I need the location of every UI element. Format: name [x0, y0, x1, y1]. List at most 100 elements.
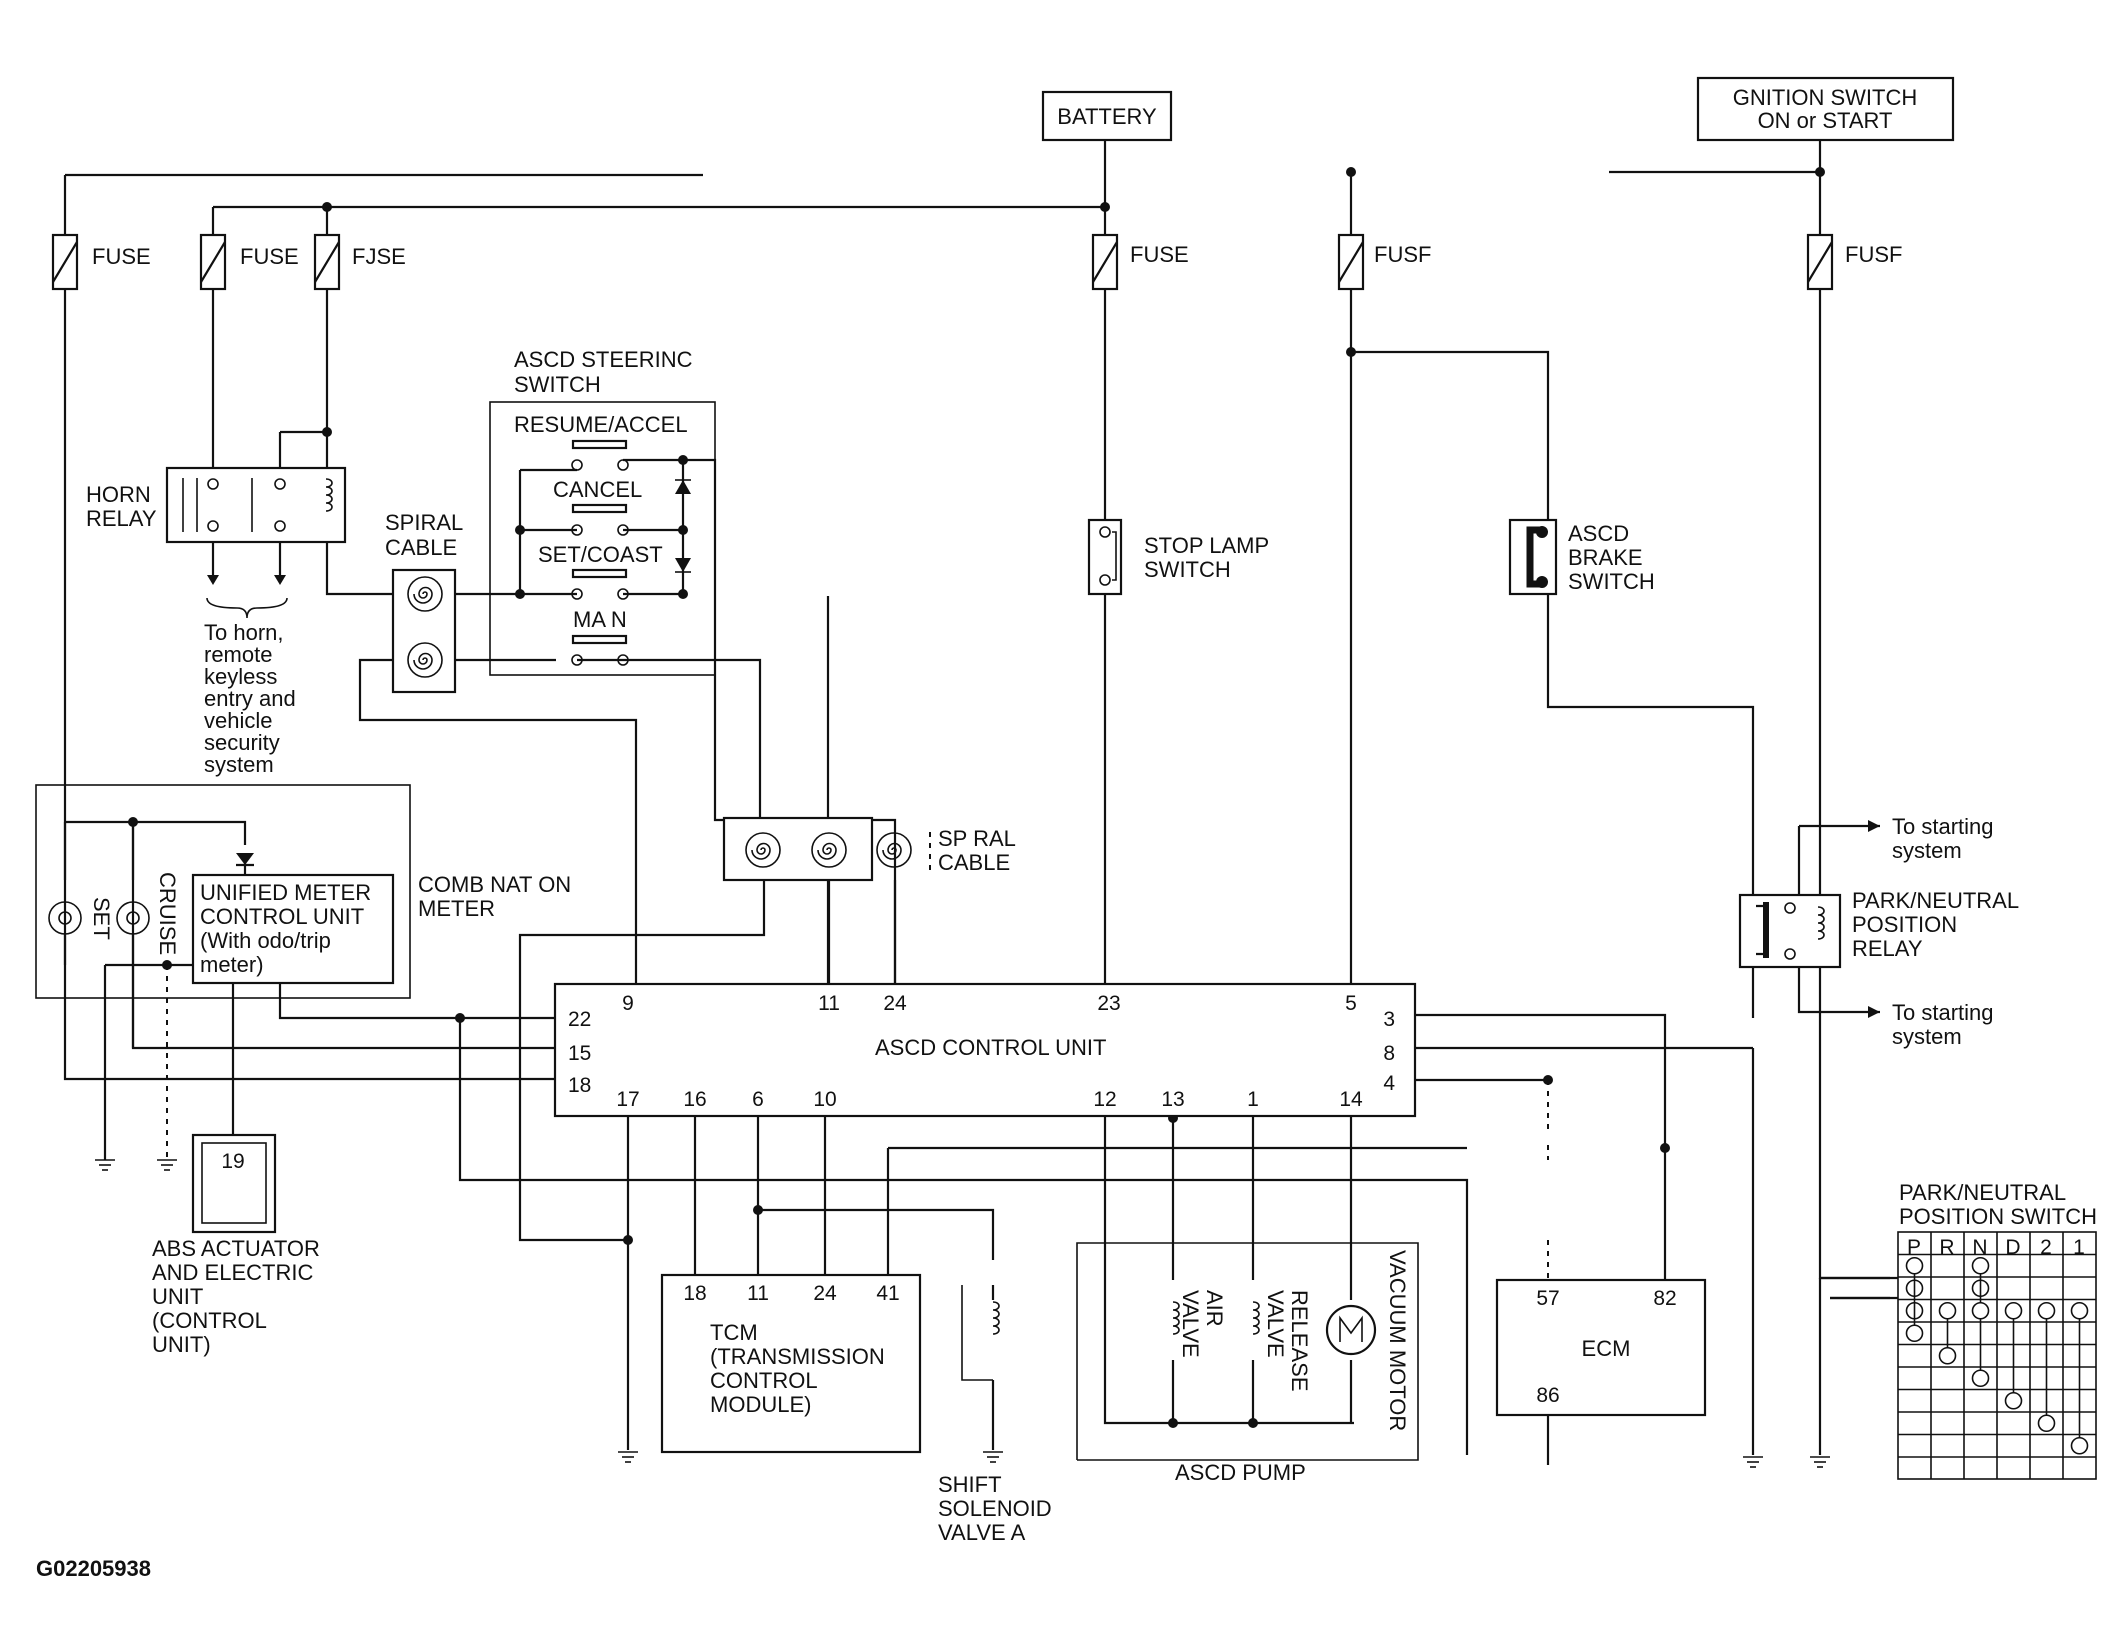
svg-text:22: 22 — [568, 1008, 591, 1031]
svg-text:15: 15 — [568, 1042, 591, 1065]
svg-text:remote: remote — [204, 642, 272, 667]
svg-text:24: 24 — [883, 992, 907, 1015]
svg-text:To horn,: To horn, — [204, 620, 284, 645]
svg-text:18: 18 — [683, 1282, 706, 1305]
park-neutral-position-switch: PARK/NEUTRAL POSITION SWITCH P R N D 2 1 — [1820, 1180, 2097, 1480]
svg-text:BRAKE: BRAKE — [1568, 545, 1643, 570]
svg-text:ASCD CONTROL UNIT: ASCD CONTROL UNIT — [875, 1035, 1106, 1060]
svg-text:meter): meter) — [200, 952, 264, 977]
svg-text:17: 17 — [616, 1088, 639, 1111]
horn-note: To horn, remote keyless entry and vehicl… — [204, 597, 296, 777]
ascd-steering-switch: ASCD STEERINC SWITCH RESUME/ACCEL CANCEL… — [489, 347, 716, 676]
tcm-module: 18 11 24 41 TCM (TRANSMISSION CONTROL MO… — [660, 1273, 922, 1454]
vacuum-motor-icon — [1325, 1304, 1377, 1356]
svg-text:10: 10 — [813, 1088, 836, 1111]
svg-text:VALVE A: VALVE A — [938, 1520, 1026, 1545]
svg-text:86: 86 — [1536, 1384, 1559, 1407]
svg-text:FUSE: FUSE — [1130, 242, 1189, 267]
svg-text:system: system — [204, 752, 274, 777]
ascd-brake-switch: ASCD BRAKE SWITCH — [1508, 518, 1655, 596]
svg-text:2: 2 — [2040, 1236, 2052, 1259]
svg-text:RELAY: RELAY — [1852, 936, 1923, 961]
svg-text:ASCD PUMP: ASCD PUMP — [1175, 1460, 1306, 1485]
pnp-col-2: 2 — [2040, 1236, 2052, 1259]
svg-text:14: 14 — [1339, 1088, 1363, 1111]
svg-text:RELEASE: RELEASE — [1287, 1290, 1312, 1392]
svg-text:(CONTROL: (CONTROL — [152, 1308, 267, 1333]
pnp-col-r: R — [1939, 1236, 1954, 1259]
svg-text:system: system — [1892, 1024, 1962, 1049]
svg-text:19: 19 — [221, 1150, 244, 1173]
svg-text:1: 1 — [2073, 1236, 2085, 1259]
svg-text:VALVE: VALVE — [1263, 1290, 1288, 1358]
svg-text:(With odo/trip: (With odo/trip — [200, 928, 331, 953]
svg-text:SWITCH: SWITCH — [1144, 557, 1231, 582]
fuse-2: FUSE — [199, 233, 299, 291]
spiral-cable-2: SP RAL CABLE — [722, 816, 1016, 882]
svg-text:9: 9 — [622, 992, 634, 1015]
svg-text:P: P — [1907, 1236, 1921, 1259]
svg-text:PARK/NEUTRAL: PARK/NEUTRAL — [1852, 888, 2019, 913]
svg-text:CONTROL UNIT: CONTROL UNIT — [200, 904, 364, 929]
svg-text:R: R — [1939, 1236, 1954, 1259]
pnp-col-1: 1 — [2073, 1236, 2085, 1259]
svg-text:MA N: MA N — [573, 607, 627, 632]
svg-text:CRUISE: CRUISE — [155, 872, 180, 955]
svg-text:FUSE: FUSE — [92, 244, 151, 269]
wires — [63, 135, 1890, 1465]
svg-text:D: D — [2005, 1236, 2020, 1259]
svg-text:18: 18 — [568, 1074, 591, 1097]
svg-text:1: 1 — [1247, 1088, 1259, 1111]
park-neutral-position-relay: PARK/NEUTRAL POSITION RELAY — [1738, 888, 2019, 969]
ignition-switch-box: GNITION SWITCH ON or START — [1696, 76, 1955, 142]
svg-text:13: 13 — [1161, 1088, 1184, 1111]
svg-text:CABLE: CABLE — [938, 850, 1010, 875]
svg-text:CONTROL: CONTROL — [710, 1368, 818, 1393]
horn-relay: HORN RELAY — [86, 466, 347, 544]
svg-text:keyless: keyless — [204, 664, 277, 689]
svg-text:TCM: TCM — [710, 1320, 758, 1345]
battery-box: BATTERY — [1041, 90, 1173, 142]
fuse-group: FUSE FUSE FJSE FUSE FUSF FUSF — [51, 233, 1902, 291]
fuse-6: FUSF — [1806, 233, 1902, 291]
svg-text:vehicle: vehicle — [204, 708, 272, 733]
set-indicator: SET — [48, 897, 114, 965]
svg-text:SHIFT: SHIFT — [938, 1472, 1002, 1497]
svg-text:FUSF: FUSF — [1845, 242, 1902, 267]
svg-text:METER: METER — [418, 896, 495, 921]
svg-text:N: N — [1972, 1236, 1987, 1259]
to-starting-system-1: To starting system — [1892, 814, 1994, 863]
svg-text:SPIRAL: SPIRAL — [385, 510, 463, 535]
ascd-control-unit: ASCD CONTROL UNIT 9 11 24 23 5 22 15 18 … — [553, 982, 1417, 1118]
spiral-cable-1: SPIRAL CABLE — [385, 510, 463, 694]
shift-solenoid-valve: SHIFT SOLENOID VALVE A — [938, 1285, 1052, 1545]
svg-text:UNIT: UNIT — [152, 1284, 203, 1309]
svg-text:AND ELECTRIC: AND ELECTRIC — [152, 1260, 313, 1285]
svg-text:HORN: HORN — [86, 482, 151, 507]
svg-text:41: 41 — [876, 1282, 899, 1305]
svg-text:82: 82 — [1653, 1287, 1676, 1310]
svg-text:FUSE: FUSE — [240, 244, 299, 269]
svg-text:UNIT): UNIT) — [152, 1332, 211, 1357]
svg-text:SOLENOID: SOLENOID — [938, 1496, 1052, 1521]
svg-text:3: 3 — [1383, 1008, 1395, 1031]
svg-text:PARK/NEUTRAL: PARK/NEUTRAL — [1899, 1180, 2066, 1205]
fuse-5: FUSF — [1337, 233, 1431, 291]
pnp-col-p: P — [1907, 1236, 1921, 1259]
stop-lamp-switch: STOP LAMP SWITCH — [1087, 518, 1269, 596]
to-starting-system-2: To starting system — [1892, 1000, 1994, 1049]
svg-text:5: 5 — [1345, 992, 1357, 1015]
svg-text:ABS ACTUATOR: ABS ACTUATOR — [152, 1236, 320, 1261]
fuse-4: FUSE — [1091, 233, 1189, 291]
pnp-col-d: D — [2005, 1236, 2020, 1259]
svg-text:8: 8 — [1383, 1042, 1395, 1065]
svg-text:16: 16 — [683, 1088, 706, 1111]
svg-text:(TRANSMISSION: (TRANSMISSION — [710, 1344, 885, 1369]
figure-id: G02205938 — [36, 1556, 151, 1581]
svg-text:ASCD: ASCD — [1568, 521, 1629, 546]
svg-text:ECM: ECM — [1582, 1336, 1631, 1361]
svg-text:AIR: AIR — [1202, 1290, 1227, 1327]
combination-meter: UNIFIED METER CONTROL UNIT (With odo/tri… — [35, 784, 571, 1048]
svg-text:11: 11 — [818, 992, 840, 1015]
